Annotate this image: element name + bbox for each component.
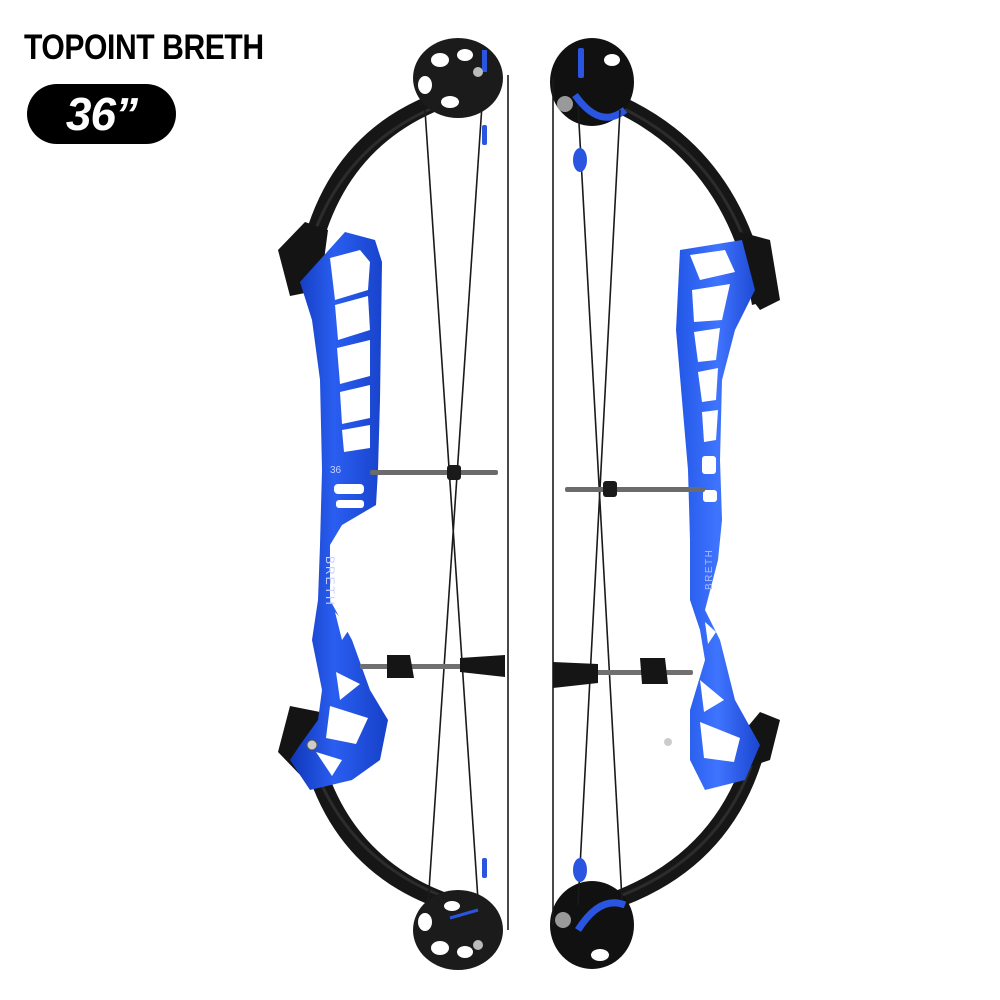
right-damper-icon: [553, 658, 693, 688]
left-damper-icon: [360, 655, 505, 678]
left-cable-rod: [370, 470, 498, 475]
left-top-cam-icon: [413, 38, 503, 118]
right-bow-strings: [552, 78, 623, 925]
left-riser-size-mark: 36: [330, 465, 342, 476]
right-bottom-cam-icon: [550, 881, 634, 969]
right-bow: BRETH: [550, 38, 780, 969]
left-riser-label: BRETH: [323, 556, 337, 607]
left-bow-strings: [424, 75, 509, 930]
right-riser: [676, 240, 760, 790]
size-badge-text: 36”: [65, 88, 138, 140]
size-badge: 36”: [27, 84, 176, 144]
right-riser-label: BRETH: [704, 549, 715, 590]
right-cable-rod: [565, 487, 705, 492]
left-bottom-cam-icon: [413, 890, 503, 970]
product-title: TOPOINT BRETH: [24, 28, 264, 67]
left-bow: 36 BRETH: [278, 38, 509, 970]
right-top-cam-icon: [550, 38, 634, 126]
